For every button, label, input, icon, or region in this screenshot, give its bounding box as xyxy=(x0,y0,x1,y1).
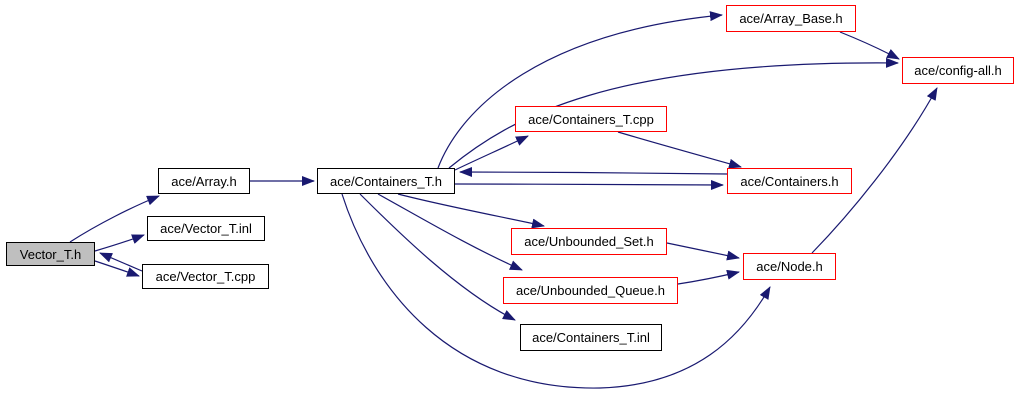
graph-node-vector-t-h: Vector_T.h xyxy=(6,242,95,266)
graph-node-array-h: ace/Array.h xyxy=(158,168,250,194)
dependency-edge-containers-t-h-to-unbounded-queue-h xyxy=(377,193,523,271)
dependency-edge-containers-t-h-to-config-all-h xyxy=(448,57,899,169)
dependency-edge-containers-t-h-to-containers-h xyxy=(454,179,724,190)
graph-node-unbounded-queue-h[interactable]: ace/Unbounded_Queue.h xyxy=(503,277,678,304)
dependency-edge-vector-t-h-to-vector-t-cpp xyxy=(94,260,140,277)
dependency-edge-node-h-to-config-all-h xyxy=(811,87,938,254)
dependency-edge-containers-t-h-to-node-h xyxy=(341,193,771,389)
dependency-edge-array-base-h-to-config-all-h xyxy=(839,31,900,60)
dependency-edge-containers-h-to-containers-t-h xyxy=(459,167,728,178)
graph-node-node-h[interactable]: ace/Node.h xyxy=(743,253,836,280)
graph-node-containers-t-cpp[interactable]: ace/Containers_T.cpp xyxy=(515,106,667,132)
graph-node-config-all-h[interactable]: ace/config-all.h xyxy=(902,57,1014,84)
graph-node-containers-h[interactable]: ace/Containers.h xyxy=(727,168,852,194)
dependency-edge-unbounded-set-h-to-node-h xyxy=(666,242,740,261)
graph-node-containers-t-h: ace/Containers_T.h xyxy=(317,168,455,194)
dependency-edge-containers-t-h-to-unbounded-set-h xyxy=(397,193,545,229)
graph-node-unbounded-set-h[interactable]: ace/Unbounded_Set.h xyxy=(511,228,667,255)
graph-node-array-base-h[interactable]: ace/Array_Base.h xyxy=(726,5,856,32)
graph-node-containers-t-inl: ace/Containers_T.inl xyxy=(520,324,662,351)
dependency-edge-containers-t-cpp-to-containers-h xyxy=(617,131,742,169)
dependency-edge-containers-t-h-to-array-base-h xyxy=(437,11,723,169)
dependency-edge-containers-t-h-to-containers-t-cpp xyxy=(454,135,529,171)
dependency-edge-vector-t-h-to-array-h xyxy=(69,195,160,243)
dependency-edge-containers-t-h-to-containers-t-inl xyxy=(359,193,516,321)
graph-node-vector-t-cpp: ace/Vector_T.cpp xyxy=(142,264,269,289)
dependency-edge-vector-t-h-to-vector-t-inl xyxy=(94,234,145,252)
graph-node-vector-t-inl: ace/Vector_T.inl xyxy=(147,216,265,241)
dependency-edge-unbounded-queue-h-to-node-h xyxy=(677,269,740,285)
dependency-edge-vector-t-cpp-to-vector-t-h xyxy=(99,252,143,272)
